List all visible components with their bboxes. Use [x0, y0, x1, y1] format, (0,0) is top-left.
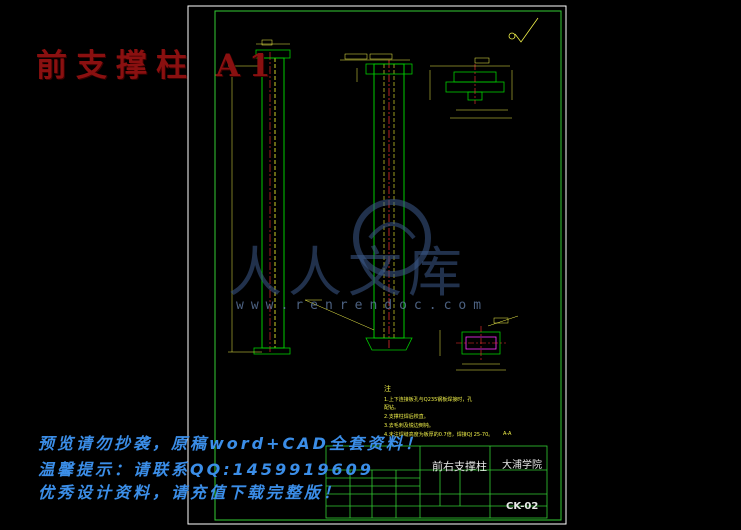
school-name: 大浦学院 [502, 460, 542, 471]
note-line: 1.上下连接板孔与Q235钢板焊接时，孔 [384, 397, 473, 403]
note-line: 3.去毛刺及锐边倒钝。 [384, 423, 434, 429]
note-line: 4.未注焊缝高度为板厚的0.7倍，焊接QJ 25-70。 [384, 432, 494, 438]
title-block [325, 445, 548, 519]
sheet-frame [187, 5, 567, 525]
watermark-line-2: 温馨提示：请联系QQ:1459919609 [38, 460, 374, 479]
part-name: 前右支撑柱 [432, 460, 487, 473]
section-a-a [439, 315, 519, 371]
note-line: 2.支撑柱焊后校直。 [384, 414, 429, 420]
note-line: 配钻。 [384, 405, 400, 411]
notes-heading: 注 [384, 385, 391, 393]
watermark-line-3: 优秀设计资料，请充值下载完整版！ [38, 483, 343, 502]
roughness-symbol [508, 17, 539, 43]
drawing-code: CK-02 [506, 501, 539, 512]
sheet-inner-border [214, 10, 562, 521]
watermark-url: www.renrendoc.com [236, 298, 489, 313]
watermark-brand: 人人文库 [228, 241, 468, 304]
watermark-line-1: 预览请勿抄袭，原稿word+CAD全套资料！ [38, 434, 424, 453]
top-plate-detail [429, 57, 513, 119]
page-title: 前支撑柱 A1 [36, 48, 280, 84]
watermark-logo [353, 199, 431, 277]
column-front-view [228, 39, 291, 355]
section-label: A-A [503, 431, 512, 437]
